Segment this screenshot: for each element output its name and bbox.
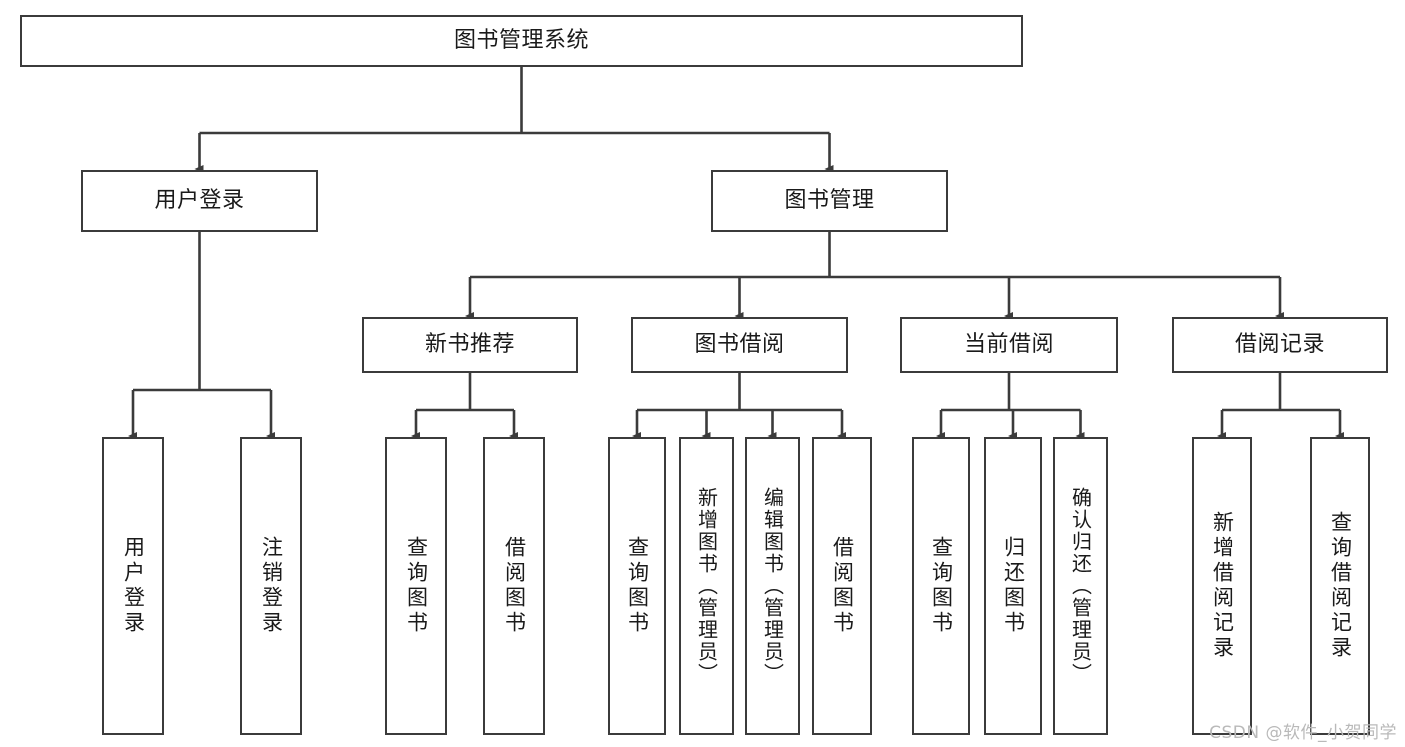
level2-node-0-label: 用户登录 xyxy=(154,188,245,214)
level2-node-1-label: 图书管理 xyxy=(784,188,875,214)
level3-node-1-label: 图书借阅 xyxy=(694,332,785,358)
leaf-node-0-label: 用户登录 xyxy=(121,536,146,636)
leaf-node-8-label: 查询图书 xyxy=(929,536,954,636)
root-node[interactable]: 图书管理系统 xyxy=(20,15,1023,67)
leaf-node-6[interactable]: 编辑图书（管理员） xyxy=(745,437,800,735)
level2-node-1[interactable]: 图书管理 xyxy=(711,170,948,232)
leaf-node-10[interactable]: 确认归还（管理员） xyxy=(1053,437,1108,735)
leaf-node-3-label: 借阅图书 xyxy=(502,536,527,636)
leaf-node-12[interactable]: 查询借阅记录 xyxy=(1310,437,1370,735)
root-node-label: 图书管理系统 xyxy=(453,28,589,54)
level3-node-0-label: 新书推荐 xyxy=(424,332,515,358)
leaf-node-8[interactable]: 查询图书 xyxy=(912,437,970,735)
leaf-node-0[interactable]: 用户登录 xyxy=(102,437,164,735)
watermark-text: CSDN @软件_小贺同学 xyxy=(1209,723,1397,743)
level3-node-3-label: 借阅记录 xyxy=(1234,332,1325,358)
leaf-node-9[interactable]: 归还图书 xyxy=(984,437,1042,735)
leaf-node-11-label: 新增借阅记录 xyxy=(1210,511,1235,661)
leaf-node-4[interactable]: 查询图书 xyxy=(608,437,666,735)
leaf-node-12-label: 查询借阅记录 xyxy=(1328,511,1353,661)
leaf-node-7-label: 借阅图书 xyxy=(830,536,855,636)
leaf-node-1[interactable]: 注销登录 xyxy=(240,437,302,735)
leaf-node-6-label: 编辑图书（管理员） xyxy=(760,487,785,685)
leaf-node-7[interactable]: 借阅图书 xyxy=(812,437,872,735)
level3-node-1[interactable]: 图书借阅 xyxy=(631,317,848,373)
leaf-node-5-label: 新增图书（管理员） xyxy=(694,487,719,685)
leaf-node-10-label: 确认归还（管理员） xyxy=(1068,487,1093,685)
level3-node-3[interactable]: 借阅记录 xyxy=(1172,317,1388,373)
leaf-node-4-label: 查询图书 xyxy=(625,536,650,636)
leaf-node-1-label: 注销登录 xyxy=(259,536,284,636)
level3-node-0[interactable]: 新书推荐 xyxy=(362,317,578,373)
leaf-node-2[interactable]: 查询图书 xyxy=(385,437,447,735)
leaf-node-3[interactable]: 借阅图书 xyxy=(483,437,545,735)
leaf-node-5[interactable]: 新增图书（管理员） xyxy=(679,437,734,735)
level2-node-0[interactable]: 用户登录 xyxy=(81,170,318,232)
leaf-node-2-label: 查询图书 xyxy=(404,536,429,636)
level3-node-2[interactable]: 当前借阅 xyxy=(900,317,1118,373)
level3-node-2-label: 当前借阅 xyxy=(963,332,1054,358)
leaf-node-9-label: 归还图书 xyxy=(1001,536,1026,636)
leaf-node-11[interactable]: 新增借阅记录 xyxy=(1192,437,1252,735)
